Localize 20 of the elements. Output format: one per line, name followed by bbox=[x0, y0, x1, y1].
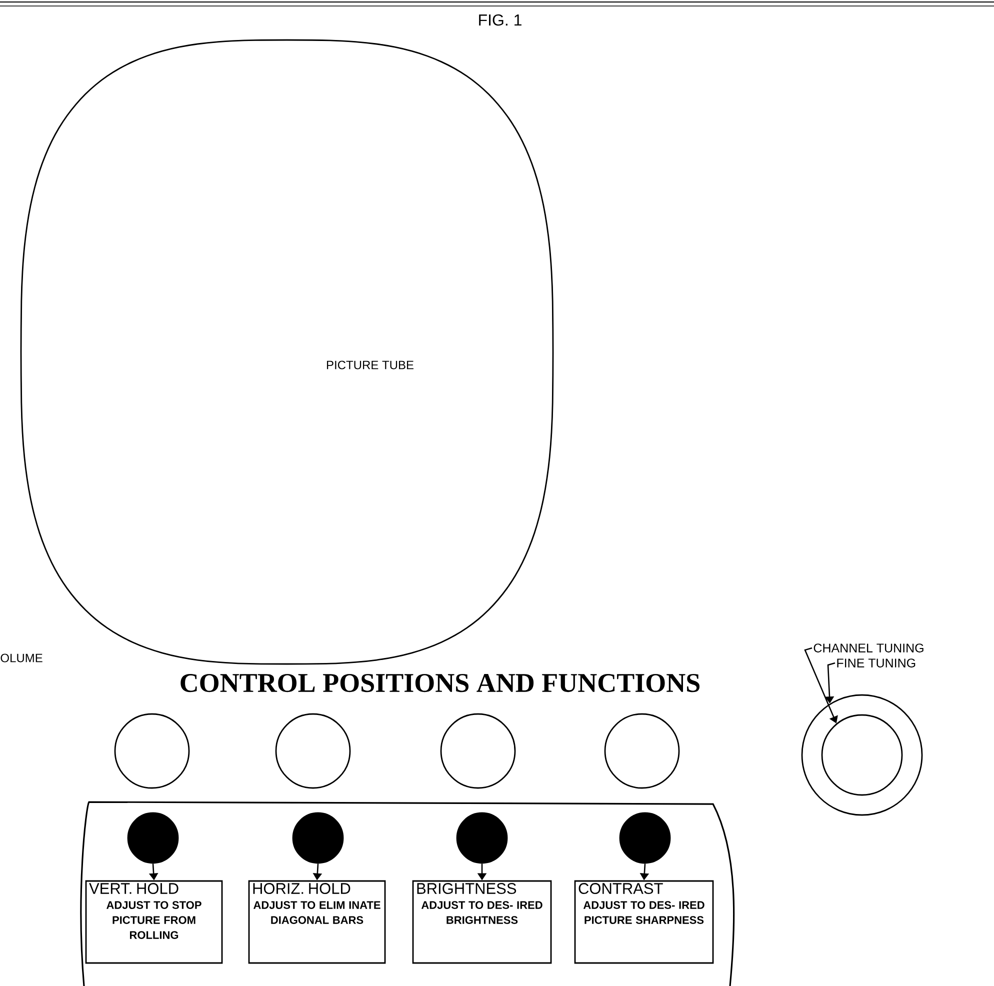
function-box: HORIZ. HOLD ADJUST TO ELIM INATE DIAGONAL BARS bbox=[248, 880, 386, 964]
function-box: VERT. HOLD ADJUST TO STOP PICTURE FROM ROLLING bbox=[85, 880, 223, 964]
knob bbox=[801, 694, 923, 816]
control-knob bbox=[127, 812, 179, 864]
knob bbox=[440, 713, 516, 789]
function-box: CONTRAST ADJUST TO DES- IRED PICTURE SHARPNESS bbox=[574, 880, 714, 964]
control-label: FINE TUNING bbox=[837, 658, 916, 668]
control-knob bbox=[619, 812, 671, 864]
label-text: OLUME bbox=[0, 654, 42, 662]
control-label: CHANNEL TUNING bbox=[814, 644, 924, 652]
section-heading: CONTROL POSITIONS AND FUNCTIONS bbox=[180, 674, 700, 692]
knob bbox=[604, 713, 680, 789]
knob bbox=[821, 714, 903, 796]
knob bbox=[114, 713, 190, 789]
figure-title: FIG. 1 bbox=[479, 14, 522, 26]
control-panel bbox=[80, 801, 735, 986]
function-box: BRIGHTNESS ADJUST TO DES- IRED BRIGHTNESS bbox=[412, 880, 552, 964]
control-knob bbox=[456, 812, 508, 864]
control-knob bbox=[292, 812, 344, 864]
knob bbox=[275, 713, 351, 789]
